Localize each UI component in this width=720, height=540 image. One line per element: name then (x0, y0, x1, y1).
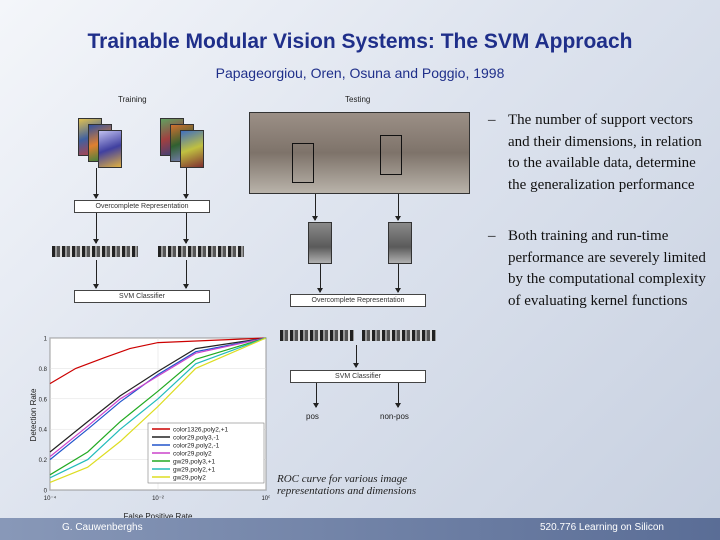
series-line (49, 337, 267, 453)
series-line (49, 337, 267, 458)
series-line (49, 337, 267, 385)
bullet-text: Both training and run-time performance a… (508, 228, 706, 309)
series-line (49, 337, 267, 483)
candidate-window-crop (308, 222, 332, 264)
arrow (93, 168, 99, 199)
detection-window (380, 135, 402, 175)
feature-vector-strip (362, 330, 436, 341)
arrow (93, 260, 99, 289)
arrow (395, 194, 401, 221)
arrow (313, 383, 319, 408)
bullet-dash: – (488, 228, 496, 244)
y-tick-label: 0.2 (39, 458, 48, 464)
x-tick-label: 10⁻⁴ (44, 495, 57, 502)
arrow (183, 168, 189, 199)
arrow (317, 264, 323, 293)
arrow (353, 345, 359, 368)
bullet-item: – The number of support vectors and thei… (488, 110, 708, 196)
y-tick-label: 1 (44, 337, 48, 343)
footer-bar (0, 518, 720, 540)
feature-vector-strip (280, 330, 354, 341)
svm-classifier-testing-box: SVM Classifier (290, 370, 426, 383)
roc-chart: 0 0.2 0.4 0.6 0.8 1 10⁻⁴ 10⁻² 10⁰ Detection Rat… (30, 337, 270, 522)
y-tick-label: 0 (44, 489, 48, 495)
legend: color1326,poly2,+1color29,poly3,-1color2… (147, 422, 265, 484)
feature-vector-strip (158, 246, 244, 257)
candidate-window-crop (388, 222, 412, 264)
arrow (93, 213, 99, 244)
legend-label: color1326,poly2,+1 (173, 427, 228, 434)
y-tick-label: 0.8 (39, 367, 48, 373)
bullet-item: – Both training and run-time performance… (488, 226, 708, 312)
series-line (49, 337, 267, 476)
feature-vector-strip (52, 246, 138, 257)
footer-author: G. Cauwenberghs (62, 522, 143, 533)
arrow (312, 194, 318, 221)
slide-title: Trainable Modular Vision Systems: The SV… (87, 30, 633, 53)
series-group (49, 337, 267, 483)
bullet-list: – The number of support vectors and thei… (488, 110, 708, 312)
figure-caption: ROC curve for various image representati… (277, 473, 417, 497)
arrow (183, 213, 189, 244)
y-tick-label: 0.6 (39, 397, 48, 403)
legend-label: gw29,poly2,+1 (173, 467, 215, 474)
bullet-dash: – (488, 112, 496, 128)
slide-subtitle: Papageorgiou, Oren, Osuna and Poggio, 19… (215, 65, 505, 81)
y-ticks: 0 0.2 0.4 0.6 0.8 1 (39, 337, 48, 495)
x-tick-label: 10⁰ (261, 495, 270, 502)
output-neg-label: non-pos (380, 412, 409, 421)
series-line (49, 337, 267, 461)
overcomplete-representation-testing-box: Overcomplete Representation (290, 294, 426, 307)
overcomplete-representation-box: Overcomplete Representation (74, 200, 210, 213)
legend-label: color29,poly3,-1 (173, 435, 220, 442)
training-image-positive (98, 130, 122, 168)
y-tick-label: 0.4 (39, 428, 48, 434)
series-line (49, 337, 267, 479)
arrow (395, 264, 401, 293)
test-street-image (249, 112, 470, 194)
detection-window (292, 143, 314, 183)
x-ticks: 10⁻⁴ 10⁻² 10⁰ (44, 495, 270, 502)
y-axis-label: Detection Rate (30, 388, 38, 441)
testing-label: Testing (345, 95, 371, 104)
arrow (183, 260, 189, 289)
training-image-negative (180, 130, 204, 168)
legend-label: gw29,poly3,+1 (173, 459, 215, 466)
legend-label: gw29,poly2 (173, 475, 206, 482)
svm-classifier-training-box: SVM Classifier (74, 290, 210, 303)
training-label: Training (118, 95, 147, 104)
arrow (395, 383, 401, 408)
bullet-text: The number of support vectors and their … (508, 112, 702, 193)
x-axis-label: False Positive Rate (124, 512, 193, 521)
footer-course: 520.776 Learning on Silicon (540, 522, 664, 533)
x-tick-label: 10⁻² (152, 496, 164, 502)
legend-label: color29,poly2,-1 (173, 443, 220, 450)
legend-label: color29,poly2 (173, 451, 212, 458)
output-pos-label: pos (306, 412, 319, 421)
